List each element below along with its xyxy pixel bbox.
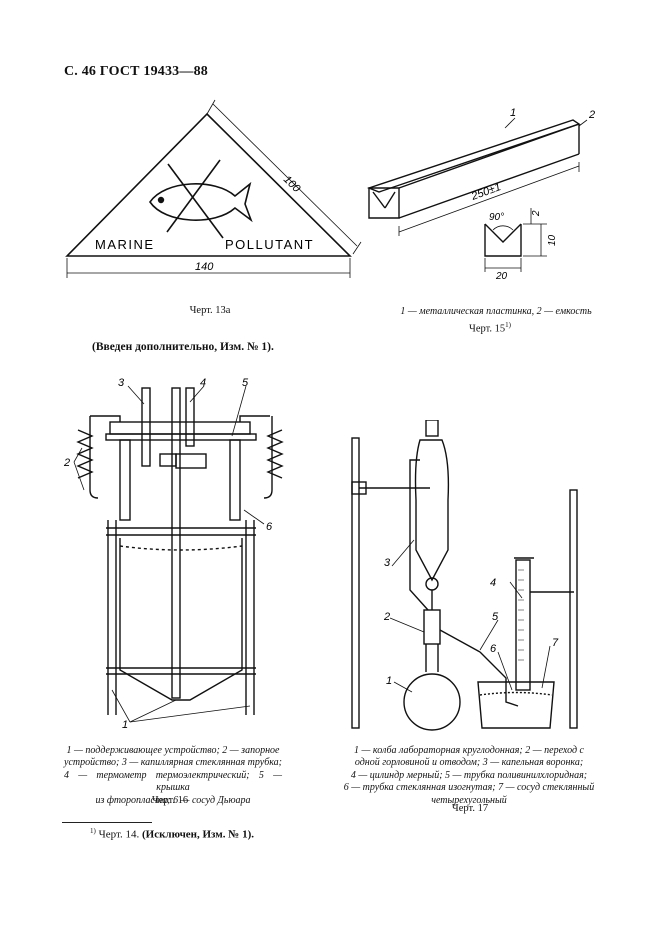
fig17-label-7: 7	[552, 637, 559, 649]
fig17-legend: 1 — колба лабораторная круглодонная; 2 —…	[343, 745, 595, 806]
caption-15: Черт. 151)	[469, 321, 511, 335]
fig17-label-3: 3	[384, 557, 391, 569]
fish-icon	[149, 181, 253, 223]
page-header: С. 46 ГОСТ 19433—88	[64, 64, 208, 79]
caption-16: Черт. 16	[151, 795, 189, 806]
fig17-label-2: 2	[383, 611, 390, 623]
fig16-label-6: 6	[266, 521, 273, 533]
dim-20: 20	[495, 271, 508, 280]
figure-17-apparatus: 3 2 1 4 5 6 7	[351, 420, 578, 731]
footnote-rule	[62, 822, 152, 823]
fig17-label-6: 6	[490, 643, 497, 655]
fig15-label-1: 1	[510, 107, 516, 119]
fig16-legend: 1 — поддерживающее устройство; 2 — запор…	[64, 745, 282, 806]
figure-13a-marine-pollutant: MARINE POLLUTANT 100 140	[65, 99, 362, 278]
amendment-note: (Введен дополнительно, Изм. № 1).	[92, 341, 274, 353]
fig15-label-2: 2	[588, 109, 595, 121]
fig16-label-3: 3	[118, 377, 125, 389]
fig17-label-1: 1	[386, 675, 392, 687]
dim-2: 2	[531, 210, 542, 217]
fig16-label-4: 4	[200, 377, 206, 389]
marine-pollutant-triangle	[65, 112, 352, 257]
figure-15-trough: 1 2 250±1 90° 2 10 20	[366, 107, 595, 280]
fig16-label-5: 5	[242, 377, 249, 389]
caption-13a: Черт. 13а	[189, 305, 231, 316]
footnote: 1) Черт. 14. (Исключен, Изм. № 1).	[90, 827, 255, 841]
dim-90: 90°	[489, 212, 504, 223]
fig17-label-5: 5	[492, 611, 499, 623]
fig17-label-4: 4	[490, 577, 496, 589]
pollutant-text: POLLUTANT	[225, 237, 314, 252]
fig16-label-1: 1	[122, 719, 128, 731]
dim-10: 10	[547, 234, 558, 246]
caption-17: Черт. 17	[451, 803, 489, 814]
fig16-label-2: 2	[63, 457, 70, 469]
marine-text: MARINE	[95, 237, 155, 252]
fig15-legend: 1 — металлическая пластинка, 2 — емкость	[400, 306, 592, 317]
dim-100: 100	[281, 174, 303, 196]
figure-16-dewar: 3 4 5 2 6 1	[63, 377, 284, 731]
dim-140: 140	[195, 261, 214, 273]
